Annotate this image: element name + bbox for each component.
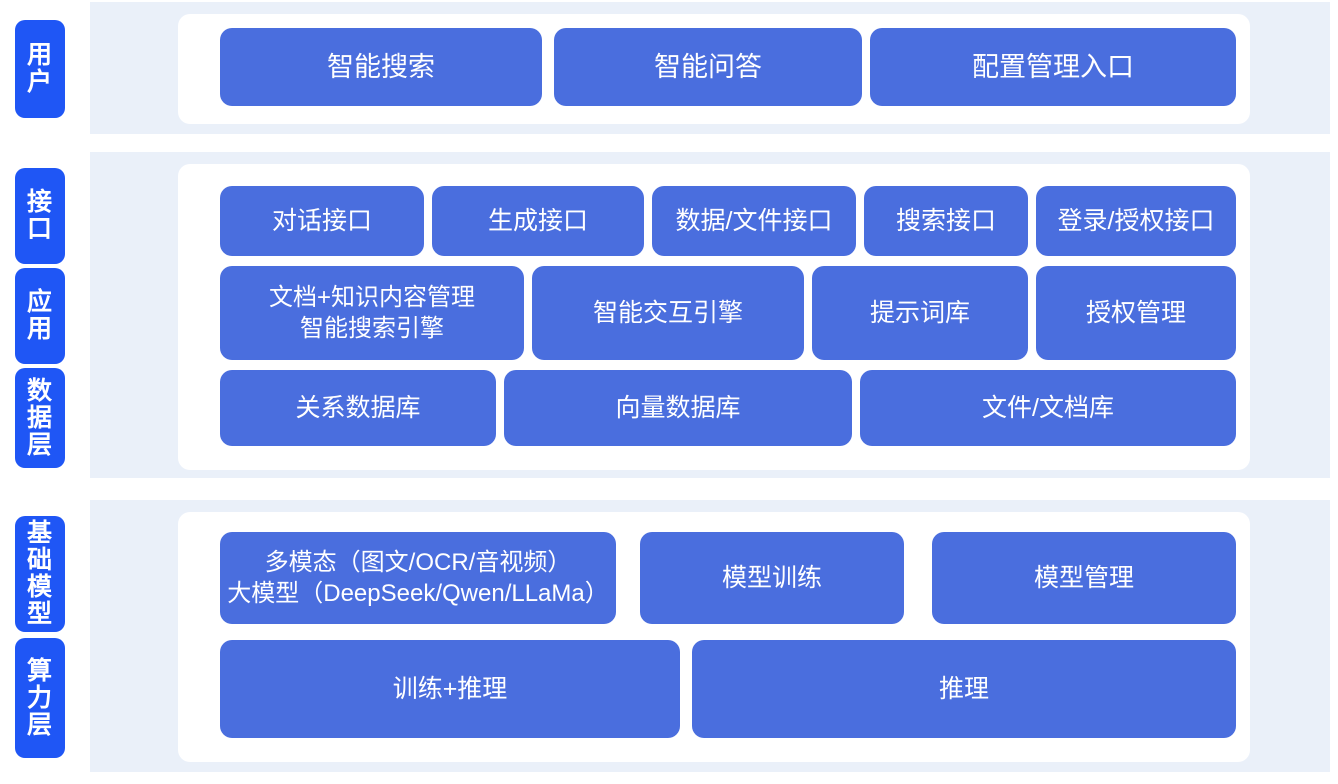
- sidebar-item-application-label: 应用: [26, 288, 53, 343]
- model-box-model-training[interactable]: 模型训练: [640, 532, 904, 624]
- user-box-config-management-entry-label: 配置管理入口: [972, 51, 1134, 82]
- interface-box-dialog-api-label: 对话接口: [271, 207, 372, 235]
- data-box-vector-database[interactable]: 向量数据库: [504, 370, 852, 446]
- interface-box-dialog-api[interactable]: 对话接口: [220, 186, 424, 256]
- model-box-model-training-label: 模型训练: [721, 564, 822, 592]
- interface-box-login-auth-api-label: 登录/授权接口: [1057, 207, 1215, 235]
- interface-box-search-api-label: 搜索接口: [895, 207, 996, 235]
- sidebar-item-foundation-model[interactable]: 基础模型: [15, 516, 65, 632]
- sidebar-item-user[interactable]: 用户: [15, 20, 65, 118]
- sidebar-item-compute-layer-label: 算力层: [26, 656, 53, 739]
- model-box-multimodal-llm[interactable]: 多模态（图文/OCR/音视频） 大模型（DeepSeek/Qwen/LLaMa）: [220, 532, 616, 624]
- interface-box-search-api[interactable]: 搜索接口: [864, 186, 1028, 256]
- interface-box-login-auth-api[interactable]: 登录/授权接口: [1036, 186, 1236, 256]
- interface-box-data-file-api-label: 数据/文件接口: [675, 207, 833, 235]
- sidebar-item-foundation-model-label: 基础模型: [26, 519, 53, 628]
- user-box-config-management-entry[interactable]: 配置管理入口: [870, 28, 1236, 106]
- sidebar-item-user-label: 用户: [26, 41, 53, 96]
- compute-box-inference[interactable]: 推理: [692, 640, 1236, 738]
- data-box-relational-database[interactable]: 关系数据库: [220, 370, 496, 446]
- model-box-multimodal-llm-line2: 大模型（DeepSeek/Qwen/LLaMa）: [227, 580, 609, 607]
- data-box-vector-database-label: 向量数据库: [615, 394, 741, 422]
- interface-box-generation-api[interactable]: 生成接口: [432, 186, 644, 256]
- data-box-file-document-store[interactable]: 文件/文档库: [860, 370, 1236, 446]
- application-box-doc-knowledge-management[interactable]: 文档+知识内容管理 智能搜索引擎: [220, 266, 524, 360]
- sidebar-item-compute-layer[interactable]: 算力层: [15, 638, 65, 758]
- interface-box-generation-api-label: 生成接口: [487, 207, 588, 235]
- sidebar-item-data-layer-label: 数据层: [26, 376, 53, 459]
- compute-box-inference-label: 推理: [938, 675, 989, 703]
- sidebar-item-data-layer[interactable]: 数据层: [15, 368, 65, 468]
- sidebar-item-interface-label: 接口: [26, 188, 53, 243]
- sidebar-item-interface[interactable]: 接口: [15, 168, 65, 264]
- sidebar-item-application[interactable]: 应用: [15, 268, 65, 364]
- application-box-doc-knowledge-management-line2: 智能搜索引擎: [300, 315, 444, 342]
- user-box-smart-qa-label: 智能问答: [654, 51, 762, 82]
- application-box-prompt-library[interactable]: 提示词库: [812, 266, 1028, 360]
- compute-box-training-inference-label: 训练+推理: [392, 675, 508, 703]
- model-box-model-management-label: 模型管理: [1033, 564, 1134, 592]
- user-box-smart-qa[interactable]: 智能问答: [554, 28, 862, 106]
- user-card: 智能搜索 智能问答 配置管理入口: [178, 14, 1250, 124]
- application-box-doc-knowledge-management-line1: 文档+知识内容管理: [268, 283, 475, 311]
- compute-box-training-inference[interactable]: 训练+推理: [220, 640, 680, 738]
- model-box-model-management[interactable]: 模型管理: [932, 532, 1236, 624]
- application-box-authorization-management[interactable]: 授权管理: [1036, 266, 1236, 360]
- application-box-smart-interaction-engine-label: 智能交互引擎: [592, 299, 743, 327]
- bottom-card: 多模态（图文/OCR/音视频） 大模型（DeepSeek/Qwen/LLaMa）…: [178, 512, 1250, 762]
- data-box-file-document-store-label: 文件/文档库: [982, 394, 1114, 422]
- model-box-multimodal-llm-line1: 多模态（图文/OCR/音视频）: [264, 548, 572, 576]
- data-box-relational-database-label: 关系数据库: [295, 394, 421, 422]
- middle-card: 对话接口 生成接口 数据/文件接口 搜索接口 登录/授权接口 文档+知识内容管理…: [178, 164, 1250, 470]
- user-box-smart-search[interactable]: 智能搜索: [220, 28, 542, 106]
- application-box-prompt-library-label: 提示词库: [869, 299, 970, 327]
- user-box-smart-search-label: 智能搜索: [327, 51, 435, 82]
- application-box-authorization-management-label: 授权管理: [1085, 299, 1186, 327]
- interface-box-data-file-api[interactable]: 数据/文件接口: [652, 186, 856, 256]
- application-box-smart-interaction-engine[interactable]: 智能交互引擎: [532, 266, 804, 360]
